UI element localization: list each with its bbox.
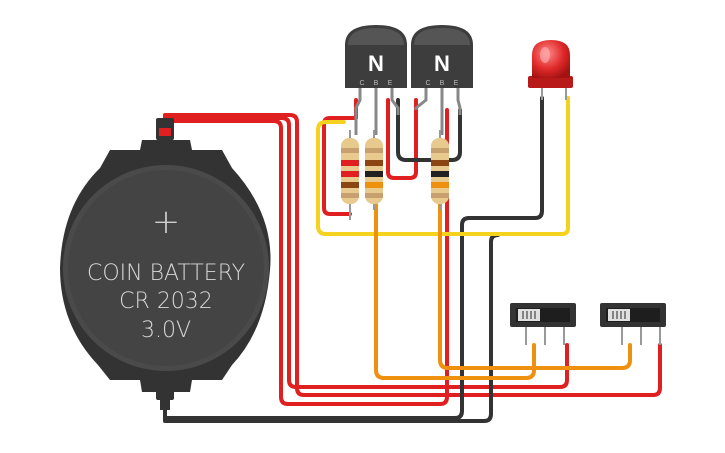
transistor-1-pin-b: B bbox=[374, 80, 379, 87]
black-wire-e1-e2[interactable] bbox=[396, 98, 462, 162]
battery-label-line3: 3.0V bbox=[141, 318, 191, 343]
battery-plus-pin-icon bbox=[159, 128, 171, 136]
battery-plus-sign: + bbox=[152, 202, 181, 242]
transistor-2-pin-e: E bbox=[454, 80, 459, 87]
transistor-2[interactable]: N C B E bbox=[411, 25, 473, 135]
battery-label-line2: CR 2032 bbox=[119, 289, 213, 314]
led[interactable] bbox=[528, 40, 573, 100]
transistor-1-top bbox=[348, 28, 404, 45]
transistor-2-label: N bbox=[434, 51, 450, 76]
battery-label-line1: COIN BATTERY bbox=[87, 261, 245, 286]
transistor-2-pin-b: B bbox=[440, 80, 445, 87]
black-wire-ground-1[interactable] bbox=[163, 96, 544, 420]
led-rim bbox=[528, 76, 573, 88]
resistor-3[interactable] bbox=[431, 130, 449, 210]
transistor-2-pin-c: C bbox=[425, 80, 430, 87]
transistor-2-top bbox=[414, 28, 470, 45]
transistor-2-legs bbox=[414, 88, 462, 135]
battery-cell-face bbox=[68, 170, 264, 366]
transistor-1[interactable]: N C B E bbox=[345, 25, 407, 135]
red-wire-batt-to-switch1[interactable] bbox=[163, 116, 569, 389]
yellow-wire-led[interactable] bbox=[316, 96, 570, 236]
transistor-1-pin-e: E bbox=[388, 80, 393, 87]
red-wire-batt-to-collectors[interactable] bbox=[163, 108, 449, 406]
slide-switch-1-knob[interactable] bbox=[518, 309, 540, 321]
transistor-1-legs bbox=[354, 88, 400, 135]
resistor-2[interactable] bbox=[365, 130, 383, 210]
orange-wire-r1-switch1[interactable] bbox=[374, 203, 536, 380]
resistor-1[interactable] bbox=[341, 130, 359, 220]
slide-switch-2[interactable] bbox=[600, 303, 666, 345]
slide-switch-1[interactable] bbox=[510, 303, 576, 345]
orange-wire-r3-switch2[interactable] bbox=[438, 203, 632, 370]
slide-switch-2-knob[interactable] bbox=[608, 309, 630, 321]
red-wire-batt-to-switch2[interactable] bbox=[163, 113, 662, 397]
battery-minus-pin-icon bbox=[160, 398, 170, 410]
transistor-1-label: N bbox=[368, 51, 384, 76]
led-dome-icon bbox=[532, 40, 570, 78]
red-wire-c2-link[interactable] bbox=[386, 98, 418, 180]
transistor-1-pin-c: C bbox=[359, 80, 364, 87]
coin-battery[interactable]: + COIN BATTERY CR 2032 3.0V bbox=[60, 118, 271, 410]
wires bbox=[163, 96, 662, 423]
